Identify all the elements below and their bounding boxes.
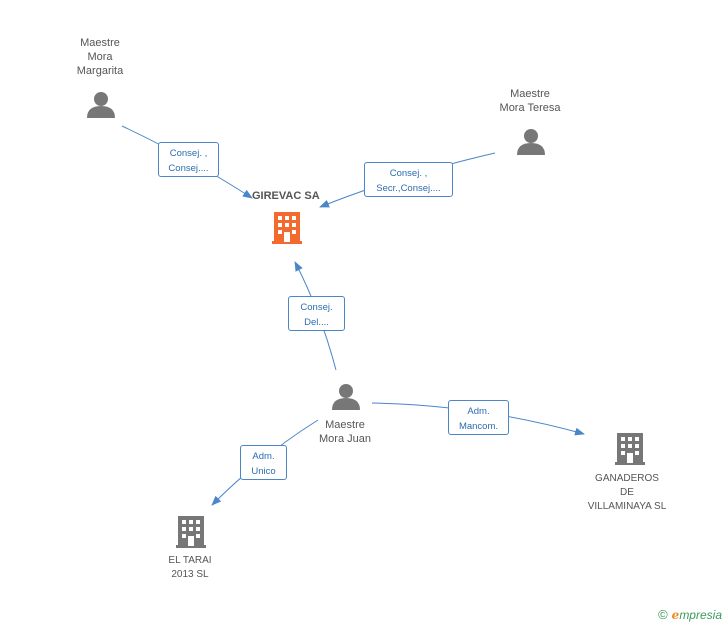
person-label-margarita[interactable]: Maestre Mora Margarita: [60, 36, 140, 78]
role-line: Consej....: [168, 163, 209, 174]
label-line: Maestre: [325, 419, 365, 431]
company-label-eltarai[interactable]: EL TARAI 2013 SL: [150, 554, 230, 582]
label-line: DE: [620, 487, 634, 498]
role-box-juan-girevac[interactable]: Consej. Del....: [288, 296, 345, 331]
role-line: Secr.,Consej....: [376, 183, 441, 194]
building-icon[interactable]: [272, 212, 302, 244]
role-line: Mancom.: [458, 421, 499, 432]
copyright-symbol: ©: [658, 607, 668, 622]
role-box-teresa[interactable]: Consej. , Secr.,Consej....: [364, 162, 453, 197]
role-box-margarita[interactable]: Consej. , Consej....: [158, 142, 219, 177]
label-line: VILLAMINAYA SL: [587, 501, 667, 512]
role-box-juan-ganaderos[interactable]: Adm. Mancom.: [448, 400, 509, 435]
role-line: Adm.: [252, 451, 275, 462]
label-line: 2013 SL: [171, 569, 209, 580]
label-line: Maestre: [510, 88, 550, 100]
role-line: Adm.: [467, 406, 490, 417]
building-icon[interactable]: [176, 516, 206, 548]
person-icon[interactable]: [87, 92, 115, 118]
label-line: Maestre: [80, 37, 120, 49]
label-line: GANADEROS: [595, 473, 659, 484]
label-line: Margarita: [76, 65, 124, 77]
label-line: Mora: [87, 51, 113, 63]
company-label-ganaderos[interactable]: GANADEROS DE VILLAMINAYA SL: [572, 472, 682, 514]
building-icon[interactable]: [615, 433, 645, 465]
empresia-logo: ©empresia: [658, 607, 722, 622]
person-label-teresa[interactable]: Maestre Mora Teresa: [480, 87, 580, 115]
company-label-girevac[interactable]: GIREVAC SA: [252, 190, 320, 202]
brand-name: mpresia: [679, 608, 722, 622]
role-line: Consej. ,: [389, 168, 428, 179]
role-line: Unico: [251, 466, 276, 477]
role-box-juan-eltarai[interactable]: Adm. Unico: [240, 445, 287, 480]
person-icon[interactable]: [517, 129, 545, 155]
label-line: Mora Juan: [319, 433, 371, 445]
label-line: Mora Teresa: [499, 102, 561, 114]
label-line: EL TARAI: [168, 555, 212, 566]
brand-initial: e: [671, 608, 680, 622]
role-line: Del....: [304, 317, 329, 328]
person-icon[interactable]: [332, 384, 360, 410]
person-label-juan[interactable]: Maestre Mora Juan: [300, 418, 390, 446]
role-line: Consej. ,: [169, 148, 208, 159]
role-line: Consej.: [300, 302, 333, 313]
